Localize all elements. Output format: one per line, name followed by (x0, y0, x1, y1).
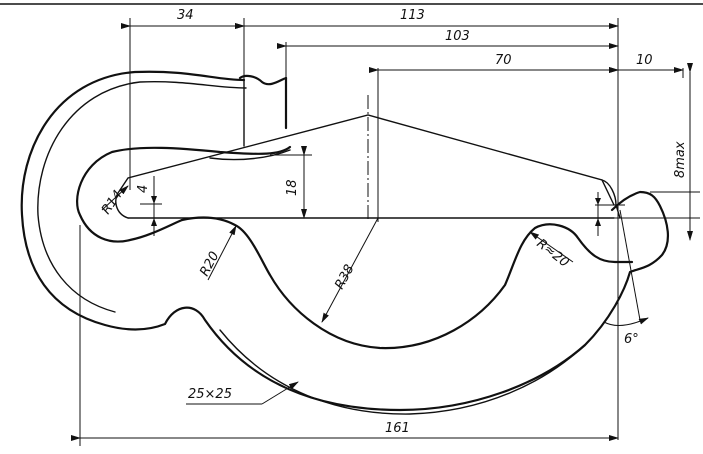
hook-body-outline (119, 114, 615, 206)
dim-r20-label: R20 (197, 249, 222, 279)
hook-lower-ring (219, 329, 591, 415)
dim-10-label: 10 (636, 53, 653, 68)
dim-161-label: 161 (385, 421, 410, 436)
dim-tip-arrow-up (595, 218, 601, 226)
dim-r38-line (321, 217, 379, 323)
dim-8max-label: 8max (673, 141, 688, 178)
dim-r20b-line (529, 231, 574, 263)
angle-6-arc (603, 317, 649, 326)
dim-4-label: 4 (136, 185, 151, 193)
break-line (238, 74, 288, 86)
hook-left-end (115, 189, 129, 219)
hook-eye-chamfer (209, 149, 291, 161)
hook-throat-contour (180, 216, 634, 350)
dim-6deg-label: 6° (624, 332, 639, 347)
dim-34-label: 34 (177, 8, 194, 23)
section-label: 25×25 (188, 387, 232, 402)
angle-6-leg (619, 209, 641, 321)
dim-103-label: 103 (445, 29, 470, 44)
dim-r14-line (101, 185, 129, 211)
dim-4-arrow-down (151, 196, 157, 204)
dim-r38-label: R38 (332, 262, 357, 292)
dim-70-label: 70 (495, 53, 512, 68)
dim-r20b-label: R≈20 (534, 236, 572, 270)
dim-113-label: 113 (400, 8, 425, 23)
dim-18-label: 18 (285, 179, 300, 196)
dim-tip-arrow-down (595, 198, 601, 205)
dim-r20-line (207, 225, 237, 281)
dim-4-arrow-up (151, 218, 157, 226)
hook-outer-inner-edge (37, 80, 247, 313)
section-leader-2 (261, 381, 299, 405)
